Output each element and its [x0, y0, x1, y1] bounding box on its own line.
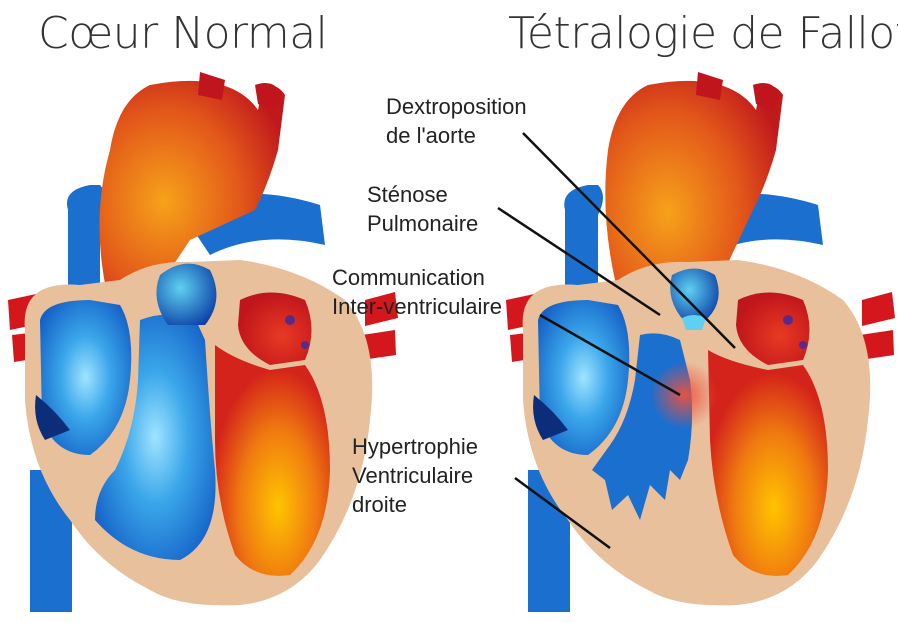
label-hypertrophie-line1: Hypertrophie — [352, 432, 478, 461]
label-dextroposition-line1: Dextroposition — [386, 92, 527, 121]
pulmonary-vein-opening-1 — [285, 315, 295, 325]
label-dextroposition: Dextroposition de l'aorte — [386, 92, 527, 150]
fallot-heart — [498, 72, 895, 612]
pulmonary-vein-opening-1 — [783, 315, 793, 325]
aortic-branch — [198, 72, 225, 100]
label-hypertrophie-line3: droite — [352, 490, 478, 519]
pulmonary-vein-opening-2 — [301, 341, 309, 349]
aortic-branch — [696, 72, 723, 100]
pulmonary-trunk — [156, 264, 216, 325]
left-ventricle — [215, 345, 330, 576]
label-communication-line1: Communication — [332, 263, 502, 292]
normal-heart — [8, 72, 398, 612]
pulmonary-valve-narrow — [682, 315, 706, 330]
label-stenose: Sténose Pulmonaire — [367, 180, 478, 238]
pulmonary-vein-right-upper — [862, 292, 895, 326]
label-dextroposition-line2: de l'aorte — [386, 121, 527, 150]
ventricular-septal-defect — [650, 361, 718, 429]
label-communication: Communication Inter-ventriculaire — [332, 263, 502, 321]
label-hypertrophie: Hypertrophie Ventriculaire droite — [352, 432, 478, 519]
label-hypertrophie-line2: Ventriculaire — [352, 461, 478, 490]
pulmonary-vein-opening-2 — [799, 341, 807, 349]
label-communication-line2: Inter-ventriculaire — [332, 292, 502, 321]
label-stenose-line1: Sténose — [367, 180, 478, 209]
label-stenose-line2: Pulmonaire — [367, 209, 478, 238]
